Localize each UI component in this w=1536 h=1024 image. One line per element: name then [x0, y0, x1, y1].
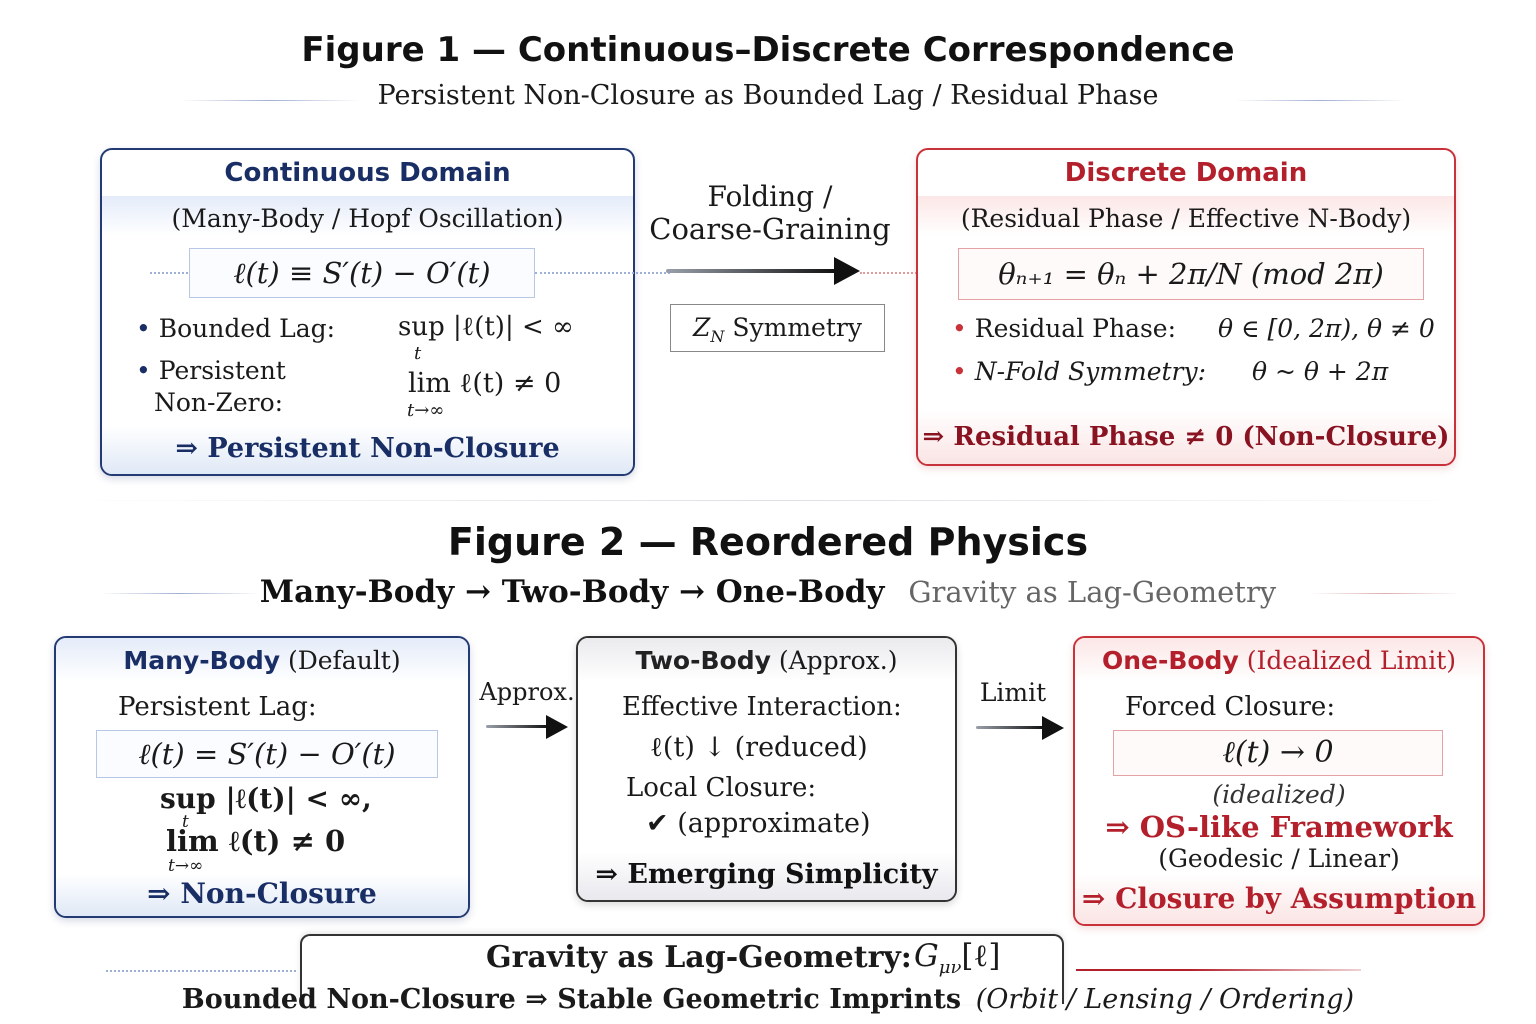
- one-body-idealized-note: (idealized): [1212, 780, 1346, 809]
- one-body-os-framework: ⇒ OS-like Framework: [1105, 810, 1453, 844]
- two-body-heading: Two-Body (Approx.): [635, 646, 898, 675]
- two-body-conclusion: ⇒ Emerging Simplicity: [578, 852, 955, 900]
- folding-arrow-head: [834, 257, 860, 285]
- many-body-sup-expression: sup |ℓ(t)| < ∞,: [160, 782, 372, 815]
- limit-arrow-shaft: [976, 726, 1044, 729]
- gravity-label: Gravity as Lag-Geometry:: [486, 940, 912, 975]
- two-body-approximate-check: ✔ (approximate): [646, 808, 871, 839]
- many-body-persistent-lag-label: Persistent Lag:: [118, 692, 317, 722]
- one-body-geodesic-linear: (Geodesic / Linear): [1158, 844, 1400, 873]
- bounded-lag-subscript: t: [414, 343, 422, 364]
- zn-symmetry-box: ZN Symmetry: [670, 304, 885, 352]
- folding-arrow-shaft: [666, 269, 836, 273]
- coarse-graining-label: Coarse-Graining: [649, 212, 891, 246]
- bottom-conclusion: Bounded Non-Closure ⇒ Stable Geometric I…: [0, 984, 1536, 1015]
- one-body-closure-equation: ℓ(t) → 0: [1113, 730, 1443, 776]
- many-body-conclusion: ⇒ Non-Closure: [56, 874, 468, 916]
- connector-left-stub: [150, 272, 188, 274]
- figure2-title: Figure 2 — Reordered Physics: [447, 520, 1089, 564]
- bottom-conclusion-main: Bounded Non-Closure ⇒ Stable Geometric I…: [181, 984, 962, 1015]
- persistent-label-line2: Non-Zero:: [154, 388, 284, 417]
- gravity-connector-left: [106, 970, 296, 972]
- two-body-local-closure: Local Closure:: [626, 773, 817, 803]
- persistent-limit-subscript: t→∞: [407, 400, 445, 421]
- gravity-lag-geometry-box: Gravity as Lag-Geometry: Gμν[ℓ]: [300, 934, 1064, 1004]
- gravity-connector-right: [1076, 969, 1361, 971]
- many-body-heading: Many-Body (Default): [123, 646, 401, 675]
- phase-map-equation: θₙ₊₁ = θₙ + 2π/N (mod 2π): [958, 248, 1424, 300]
- continuous-domain-conclusion: ⇒ Persistent Non-Closure: [102, 426, 633, 474]
- discrete-domain-subheading: (Residual Phase / Effective N-Body): [960, 204, 1412, 233]
- lag-definition-equation: ℓ(t) ≡ S′(t) − O′(t): [189, 248, 535, 298]
- one-body-forced-closure: Forced Closure:: [1125, 692, 1336, 722]
- limit-arrow-head: [1042, 716, 1064, 740]
- figure2-chain-main: Many-Body → Two-Body → One-Body: [259, 574, 885, 610]
- connector-left: [535, 272, 670, 274]
- one-body-conclusion: ⇒ Closure by Assumption: [1075, 874, 1483, 924]
- connector-right: [860, 272, 956, 274]
- two-body-reduced-lag: ℓ(t) ↓ (reduced): [650, 732, 868, 763]
- figure2-chain-tail: Gravity as Lag-Geometry: [908, 575, 1277, 609]
- two-body-effective-interaction: Effective Interaction:: [622, 692, 902, 722]
- many-body-lag-equation: ℓ(t) = S′(t) − O′(t): [96, 730, 438, 778]
- bottom-conclusion-examples: (Orbit / Lensing / Ordering): [975, 984, 1355, 1015]
- continuous-domain-heading: Continuous Domain: [224, 158, 511, 188]
- persistent-label-line1: Persistent: [136, 356, 286, 385]
- figure2-chain: Many-Body → Two-Body → One-Body Gravity …: [0, 574, 1536, 610]
- discrete-domain-box: Discrete Domain (Residual Phase / Effect…: [916, 148, 1456, 466]
- figure1-rule-right: [1235, 100, 1405, 101]
- limit-arrow-label: Limit: [979, 678, 1047, 707]
- many-body-limit-expression: lim ℓ(t) ≠ 0: [166, 824, 346, 858]
- n-fold-symmetry-label: N-Fold Symmetry:: [952, 357, 1206, 386]
- continuous-domain-box: Continuous Domain (Many-Body / Hopf Osci…: [100, 148, 635, 476]
- folding-label: Folding /: [707, 180, 833, 213]
- figure-separator: [60, 500, 1480, 501]
- residual-phase-expression: θ ∈ [0, 2π), θ ≠ 0: [1218, 314, 1435, 343]
- approx-arrow-shaft: [486, 725, 548, 728]
- one-body-box: One-Body (Idealized Limit) Forced Closur…: [1073, 636, 1485, 926]
- many-body-limit-subscript: t→∞: [168, 856, 204, 876]
- many-body-box: Many-Body (Default) Persistent Lag: ℓ(t)…: [54, 636, 470, 918]
- continuous-domain-subheading: (Many-Body / Hopf Oscillation): [171, 204, 564, 233]
- bounded-lag-expression: sup |ℓ(t)| < ∞: [398, 312, 574, 342]
- figure2-rule-left: [100, 593, 260, 594]
- figure1-title: Figure 1 — Continuous–Discrete Correspon…: [301, 30, 1235, 70]
- gravity-expression: Gμν[ℓ]: [914, 938, 1001, 979]
- two-body-box: Two-Body (Approx.) Effective Interaction…: [576, 636, 957, 902]
- one-body-heading: One-Body (Idealized Limit): [1101, 646, 1457, 675]
- discrete-domain-conclusion: ⇒ Residual Phase ≠ 0 (Non-Closure): [918, 410, 1454, 464]
- approx-arrow-head: [546, 715, 568, 739]
- figure1-rule-left: [180, 100, 360, 101]
- residual-phase-label: Residual Phase:: [952, 314, 1176, 343]
- many-body-sup-subscript: t: [182, 812, 189, 832]
- persistent-limit-expression: lim ℓ(t) ≠ 0: [408, 368, 562, 399]
- n-fold-symmetry-expression: θ ~ θ + 2π: [1252, 357, 1389, 386]
- approx-arrow-label: Approx.: [479, 678, 575, 706]
- figure1-subtitle: Persistent Non-Closure as Bounded Lag / …: [377, 80, 1159, 111]
- bounded-lag-label: Bounded Lag:: [136, 314, 335, 343]
- discrete-domain-heading: Discrete Domain: [1064, 158, 1308, 188]
- figure2-rule-right: [1310, 593, 1460, 594]
